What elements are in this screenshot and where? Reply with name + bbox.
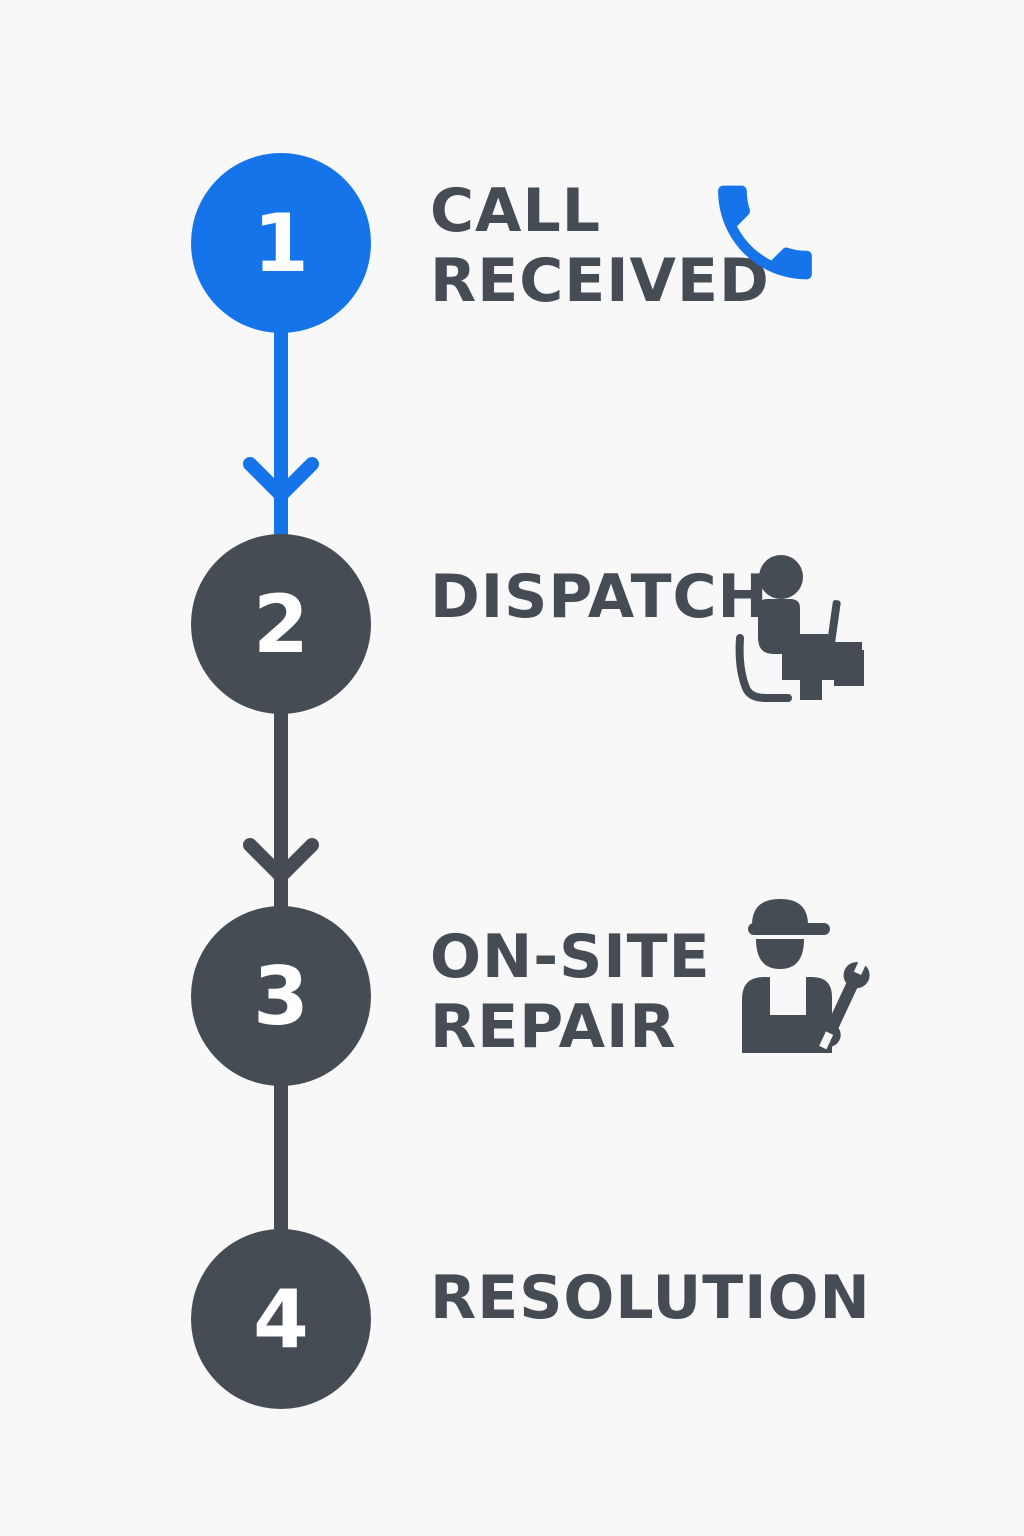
step-1-label: CALL RECEIVED — [430, 176, 770, 316]
arrowhead-2-3 — [243, 838, 319, 883]
step-4-number: 4 — [253, 1272, 309, 1366]
step-3-circle: 3 — [191, 906, 371, 1086]
dispatcher-at-desk-icon — [735, 555, 864, 702]
step-3-label: ON-SITE REPAIR — [430, 922, 711, 1062]
step-4-label: RESOLUTION — [430, 1263, 871, 1333]
step-1-label-line-2: RECEIVED — [430, 246, 770, 316]
step-3-label-line-1: ON-SITE — [430, 922, 711, 992]
step-1-circle: 1 — [191, 153, 371, 333]
phone-icon — [718, 185, 812, 280]
step-2-number: 2 — [253, 577, 309, 671]
step-1-label-line-1: CALL — [430, 176, 601, 246]
step-1-number: 1 — [253, 196, 309, 290]
step-2-label: DISPATCH — [430, 562, 769, 632]
step-4-label-line-1: RESOLUTION — [430, 1263, 871, 1333]
step-4-circle: 4 — [191, 1229, 371, 1409]
connector-2-3 — [243, 700, 319, 912]
step-3-label-line-2: REPAIR — [430, 992, 677, 1062]
step-2-label-line-1: DISPATCH — [430, 562, 769, 632]
step-2-circle: 2 — [191, 534, 371, 714]
repair-technician-icon — [742, 899, 870, 1053]
connector-1-2 — [243, 320, 319, 540]
step-3-number: 3 — [253, 949, 309, 1043]
arrowhead-1-2 — [243, 457, 319, 502]
